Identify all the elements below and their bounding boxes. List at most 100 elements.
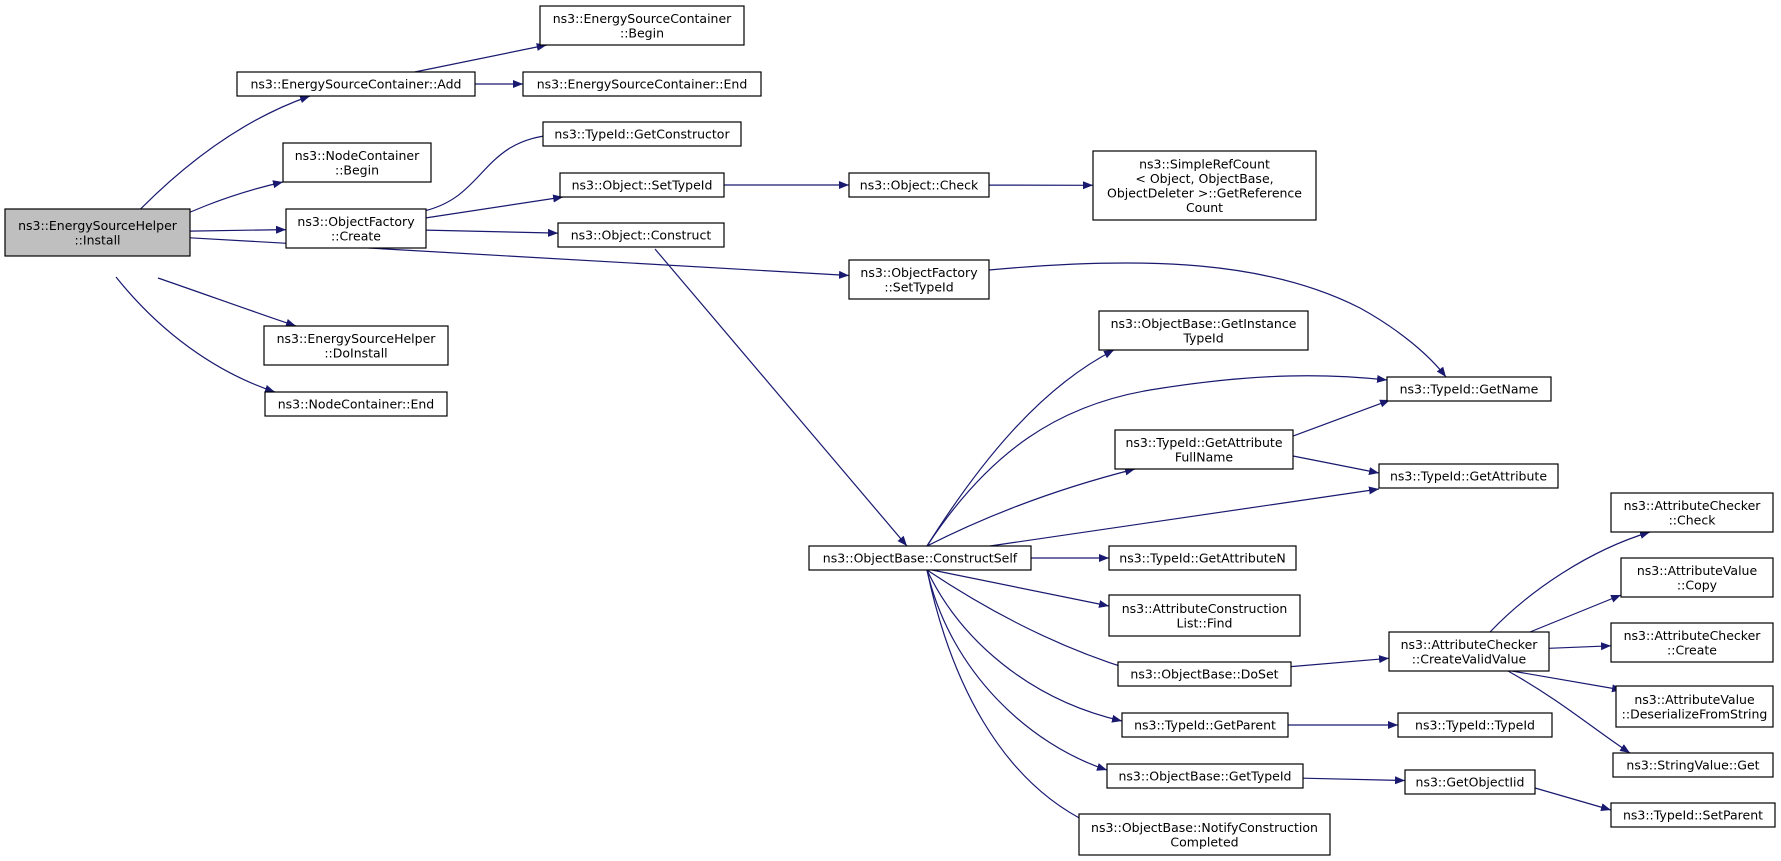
node-box bbox=[1121, 712, 1289, 738]
node-box bbox=[848, 172, 990, 198]
node-obj-check[interactable]: ns3::Object::Check bbox=[848, 172, 990, 198]
node-label-line: ns3::Object::Check bbox=[860, 178, 979, 193]
node-esc-begin[interactable]: ns3::EnergySourceContainer::Begin bbox=[539, 5, 745, 46]
node-box bbox=[1108, 545, 1297, 571]
edge-line bbox=[1292, 399, 1391, 437]
node-label-line: ns3::NodeContainer::End bbox=[278, 397, 434, 412]
node-label-line: TypeId bbox=[1182, 330, 1223, 345]
node-box bbox=[1078, 813, 1331, 856]
node-label-line: FullName bbox=[1175, 449, 1234, 464]
node-of-create[interactable]: ns3::ObjectFactory::Create bbox=[285, 208, 427, 249]
node-box bbox=[1615, 685, 1774, 728]
edge-esc_add-to-esc_begin bbox=[414, 43, 547, 73]
edge-install-to-of_create bbox=[189, 225, 287, 234]
node-box bbox=[1378, 463, 1559, 489]
edge-ob_constructself-to-tid_getattribute bbox=[989, 486, 1380, 547]
node-label-line: ns3::Object::Construct bbox=[571, 228, 712, 243]
node-nc-begin[interactable]: ns3::NodeContainer::Begin bbox=[282, 142, 432, 183]
node-label-line: ns3::TypeId::GetAttribute bbox=[1125, 435, 1282, 450]
node-tid-getconstructor[interactable]: ns3::TypeId::GetConstructor bbox=[542, 121, 742, 147]
node-box bbox=[285, 208, 427, 249]
node-box bbox=[539, 5, 745, 46]
node-ob-constructself[interactable]: ns3::ObjectBase::ConstructSelf bbox=[808, 545, 1032, 571]
edge-tid_getattrfullname-to-tid_getname bbox=[1292, 399, 1391, 437]
node-label-line: < Object, ObjectBase, bbox=[1135, 171, 1273, 186]
node-ob-notify[interactable]: ns3::ObjectBase::NotifyConstructionCompl… bbox=[1078, 813, 1331, 856]
node-box bbox=[4, 208, 191, 257]
node-label-line: ns3::AttributeChecker bbox=[1624, 628, 1762, 643]
edge-line bbox=[1534, 787, 1612, 812]
node-label-line: ns3::TypeId::GetName bbox=[1400, 382, 1539, 397]
edge-line bbox=[931, 569, 1110, 608]
node-obj-construct[interactable]: ns3::Object::Construct bbox=[557, 222, 725, 248]
node-sv-get[interactable]: ns3::StringValue::Get bbox=[1612, 752, 1774, 778]
edge-line bbox=[926, 349, 1115, 547]
node-obj-settypeid[interactable]: ns3::Object::SetTypeId bbox=[559, 172, 725, 198]
edge-ac_createvalidvalue-to-ac_create bbox=[1548, 642, 1612, 651]
node-ac-check[interactable]: ns3::AttributeChecker::Check bbox=[1610, 492, 1774, 533]
node-av-deserialize[interactable]: ns3::AttributeValue::DeserializeFromStri… bbox=[1615, 685, 1774, 728]
node-label-line: ns3::ObjectFactory bbox=[297, 214, 415, 229]
edge-ob_constructself-to-ob_doset bbox=[926, 569, 1133, 671]
node-label-line: ns3::EnergySourceHelper bbox=[18, 218, 178, 233]
node-label-line: ns3::TypeId::TypeId bbox=[1415, 718, 1535, 733]
node-box bbox=[1610, 802, 1776, 828]
edge-line bbox=[1489, 531, 1651, 633]
node-ac-createvalidvalue[interactable]: ns3::AttributeChecker::CreateValidValue bbox=[1388, 631, 1550, 672]
edge-ob_constructself-to-ob_getinstancetypeid bbox=[926, 349, 1115, 547]
node-of-settypeid[interactable]: ns3::ObjectFactory::SetTypeId bbox=[848, 259, 990, 300]
node-install[interactable]: ns3::EnergySourceHelper::Install bbox=[4, 208, 191, 257]
edge-line bbox=[425, 194, 564, 219]
node-ac-create[interactable]: ns3::AttributeChecker::Create bbox=[1610, 622, 1774, 663]
edge-line bbox=[989, 486, 1380, 547]
node-tid-getname[interactable]: ns3::TypeId::GetName bbox=[1386, 376, 1552, 402]
edge-tid_getattrfullname-to-tid_getattribute bbox=[1292, 455, 1380, 475]
node-tid-setparent[interactable]: ns3::TypeId::SetParent bbox=[1610, 802, 1776, 828]
edge-line bbox=[189, 225, 287, 234]
edge-line bbox=[423, 132, 557, 212]
edge-line bbox=[115, 276, 276, 393]
node-box bbox=[282, 142, 432, 183]
node-ob-doset[interactable]: ns3::ObjectBase::DoSet bbox=[1117, 661, 1292, 687]
node-getobjectiid[interactable]: ns3::GetObjectIid bbox=[1404, 769, 1536, 795]
node-label-line: ns3::TypeId::GetAttribute bbox=[1390, 469, 1547, 484]
node-label-line: ::CreateValidValue bbox=[1412, 651, 1527, 666]
edge-line bbox=[1511, 670, 1623, 693]
node-esc-end[interactable]: ns3::EnergySourceContainer::End bbox=[522, 71, 762, 97]
node-nc-end[interactable]: ns3::NodeContainer::End bbox=[264, 391, 448, 417]
edge-line bbox=[157, 277, 297, 327]
edge-install-to-esh_doinstall bbox=[157, 277, 297, 327]
edge-ac_createvalidvalue-to-av_deserialize bbox=[1511, 670, 1623, 693]
edge-ob_doset-to-ac_createvalidvalue bbox=[1290, 655, 1390, 668]
node-label-line: ::Install bbox=[74, 232, 120, 247]
node-label-line: Count bbox=[1186, 200, 1223, 215]
node-tid-getattributen[interactable]: ns3::TypeId::GetAttributeN bbox=[1108, 545, 1297, 571]
edge-ob_gettypeid-to-getobjectiid bbox=[1302, 776, 1406, 785]
node-box bbox=[1106, 763, 1304, 789]
node-tid-getparent[interactable]: ns3::TypeId::GetParent bbox=[1121, 712, 1289, 738]
node-esc-add[interactable]: ns3::EnergySourceContainer::Add bbox=[236, 71, 476, 97]
edge-ob_constructself-to-ob_gettypeid bbox=[926, 569, 1108, 771]
node-box bbox=[263, 325, 449, 366]
node-label-line: ns3::EnergySourceContainer::Add bbox=[251, 77, 462, 92]
node-esh-doinstall[interactable]: ns3::EnergySourceHelper::DoInstall bbox=[263, 325, 449, 366]
node-label-line: ns3::EnergySourceContainer::End bbox=[537, 77, 748, 92]
node-ob-gettypeid[interactable]: ns3::ObjectBase::GetTypeId bbox=[1106, 763, 1304, 789]
node-label-line: ns3::NodeContainer bbox=[295, 148, 420, 163]
node-label-line: ns3::AttributeChecker bbox=[1624, 498, 1762, 513]
node-av-copy[interactable]: ns3::AttributeValue::Copy bbox=[1620, 557, 1774, 598]
edge-line bbox=[988, 262, 1447, 378]
edge-ob_constructself-to-acl_find bbox=[931, 569, 1110, 608]
node-box bbox=[1397, 712, 1553, 738]
node-tid-getattribute[interactable]: ns3::TypeId::GetAttribute bbox=[1378, 463, 1559, 489]
edge-line bbox=[926, 569, 1108, 771]
edge-of_create-to-obj_construct bbox=[425, 228, 559, 237]
node-srefcount[interactable]: ns3::SimpleRefCount< Object, ObjectBase,… bbox=[1092, 150, 1317, 221]
edge-line bbox=[926, 569, 1133, 671]
edge-ac_createvalidvalue-to-av_copy bbox=[1529, 594, 1622, 633]
node-label-line: ns3::ObjectBase::NotifyConstruction bbox=[1091, 820, 1318, 835]
node-tid-typeid[interactable]: ns3::TypeId::TypeId bbox=[1397, 712, 1553, 738]
